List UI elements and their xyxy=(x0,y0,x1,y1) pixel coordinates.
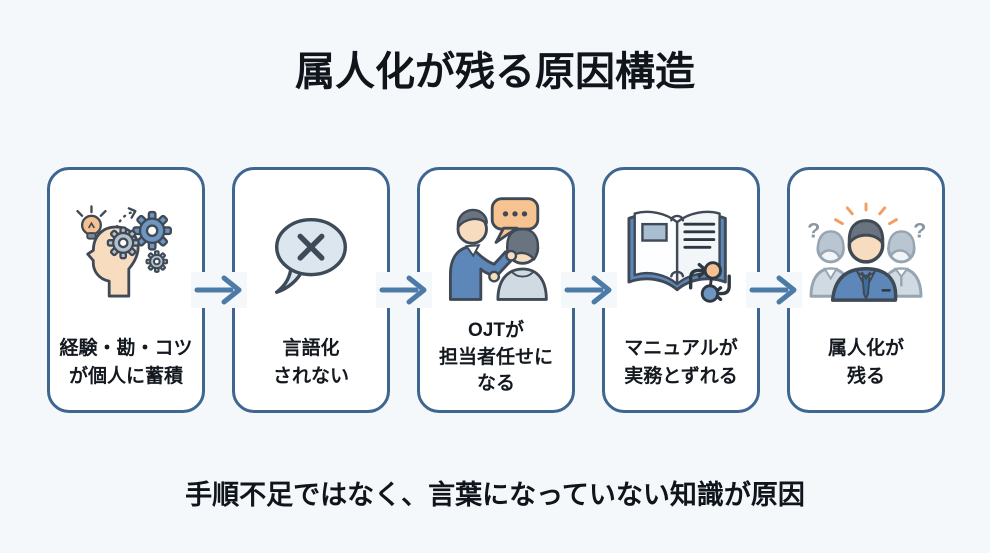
step-label-line: 実務とずれる xyxy=(624,366,738,387)
step-label-line: 言語化 xyxy=(282,337,340,359)
step-label: OJTが 担当者任せに なる xyxy=(420,318,572,410)
manual-book-icon xyxy=(605,170,757,328)
step-card-5: ? ? 属人化が 残る xyxy=(787,167,945,413)
knowledge-head-icon xyxy=(50,170,202,328)
step-label-line: 担当者任せに xyxy=(438,346,553,368)
flow-diagram: 経験・勘・コツ が個人に蓄積 言語化 されない xyxy=(47,167,945,413)
flow-arrow-icon xyxy=(376,272,432,308)
no-speech-bubble-icon xyxy=(235,170,387,328)
svg-text:?: ? xyxy=(913,217,926,242)
step-label-line: マニュアルが xyxy=(624,337,738,359)
step-label-line: なる xyxy=(476,373,515,395)
step-label-line: が個人に蓄積 xyxy=(68,366,183,387)
step-label-line: 残る xyxy=(846,366,885,387)
step-label: マニュアルが 実務とずれる xyxy=(605,328,757,410)
conclusion-text: 手順不足ではなく、言葉になっていない知識が原因 xyxy=(185,480,805,510)
page-title: 属人化が残る原因構造 xyxy=(295,50,695,94)
person-dependency-icon: ? ? xyxy=(790,170,942,328)
step-card-1: 経験・勘・コツ が個人に蓄積 xyxy=(47,167,205,413)
flow-arrow-icon xyxy=(561,272,617,308)
step-label-line: 経験・勘・コツ xyxy=(59,337,193,359)
step-card-4: マニュアルが 実務とずれる xyxy=(602,167,760,413)
step-label-line: されない xyxy=(272,366,349,387)
step-label: 経験・勘・コツ が個人に蓄積 xyxy=(50,328,202,410)
svg-text:?: ? xyxy=(807,217,820,242)
step-card-2: 言語化 されない xyxy=(232,167,390,413)
flow-arrow-icon xyxy=(191,272,247,308)
step-label: 言語化 されない xyxy=(235,328,387,410)
step-label-line: OJTが xyxy=(468,320,524,342)
step-label-line: 属人化が xyxy=(827,337,904,359)
flow-arrow-icon xyxy=(746,272,802,308)
step-card-3: OJTが 担当者任せに なる xyxy=(417,167,575,413)
step-label: 属人化が 残る xyxy=(790,328,942,410)
ojt-training-icon xyxy=(420,170,572,318)
